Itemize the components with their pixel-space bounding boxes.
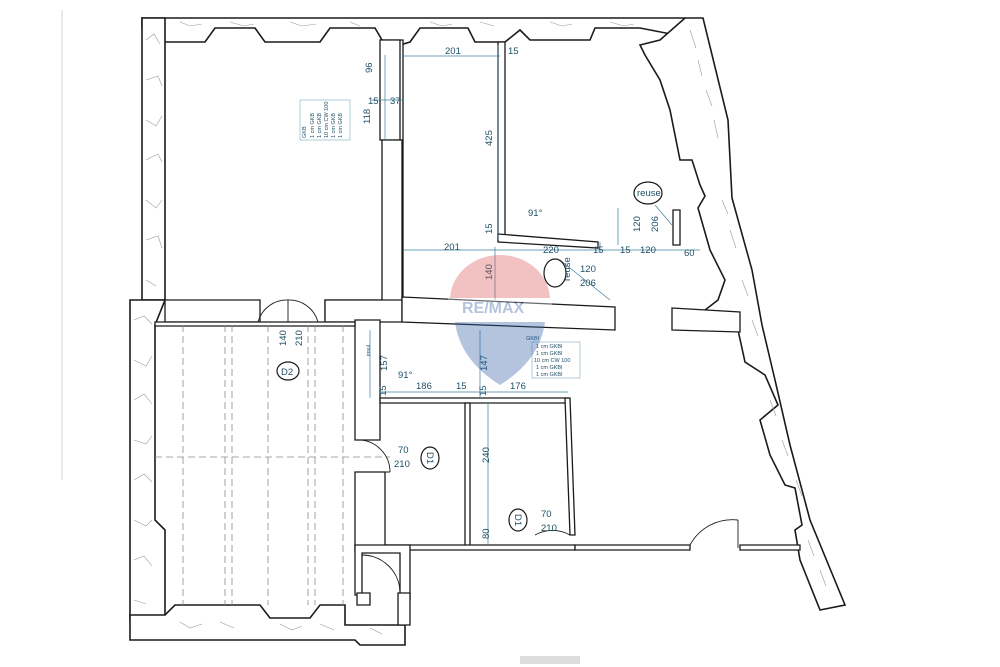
dim-15-c: 15 [620,245,631,256]
dim-15-b: 15 [593,245,604,256]
d2-label: D2 [281,367,293,378]
reuse-marker-b [543,258,567,288]
dim-120-a: 120 [632,216,643,232]
d1-label-b: D1 [512,514,523,526]
wall-spec-mid-2: 10 cm CW 100 [534,358,570,364]
dim-201-top: 201 [445,46,461,57]
dim-140-v: 140 [484,264,495,280]
wall-spec-top-1: 1 cm GKB [310,113,316,138]
dim-15-top: 15 [508,46,519,57]
wall-spec-top-3: 10 cm CW 100 [324,102,330,138]
dim-91-b: 91° [398,370,413,381]
wall-spec-mid-3: 1 cm GKBI [536,365,563,371]
markers: reuse reuse D2 D1 D1 insul. [276,181,663,532]
bottom-mark [520,656,580,664]
dim-220: 220 [543,245,559,256]
watermark-text: RE/MAX [462,300,525,317]
dashed-lines [155,325,390,605]
dim-60: 60 [684,248,695,259]
dim-37: 37 [390,96,401,107]
dim-425: 425 [484,130,495,146]
dim-176: 176 [510,381,526,392]
watermark-band [448,298,552,316]
dimension-lines [369,45,700,545]
wall-spec-top-2: 1 cm GKB [317,113,323,138]
dim-96: 96 [364,62,375,73]
dim-70-b: 70 [541,509,552,520]
dimension-labels: 201 15 96 15 37 118 425 91° 120 206 15 2… [278,46,695,539]
dim-120-c: 120 [580,264,596,275]
balloon-top-icon [450,255,550,300]
dim-15-row-a: 15 [378,385,389,396]
wall-spec-mid-0: 1 cm GKBI [536,344,563,350]
wall-spec-mid-1: 1 cm GKBI [536,351,563,357]
dim-15-row-c: 15 [478,385,489,396]
stone-hatch [133,21,827,635]
dim-210-b: 210 [541,523,557,534]
dim-140-d2: 140 [278,330,289,346]
reuse-label-b: reuse [562,257,573,281]
dim-70-a: 70 [398,445,409,456]
dim-186: 186 [416,381,432,392]
dim-118: 118 [362,109,373,124]
dim-15-mid: 15 [484,223,495,234]
wall-spec-top-5: 1 cm GKB [338,113,344,138]
d2-marker [276,361,300,381]
dim-210-a: 210 [394,459,410,470]
wall-spec-mid-4: 1 cm GKBI [536,372,563,378]
wall-spec-mid: GKBI 1 cm GKBI 1 cm GKBI 10 cm CW 100 1 … [526,336,581,379]
d1-marker-a [420,446,440,470]
dim-147: 147 [479,355,490,371]
d1-label-a: D1 [424,452,435,464]
interior-walls [154,39,801,626]
dim-120-b: 120 [640,245,656,256]
wall-spec-top: GKB 1 cm GKB 1 cm GKB 10 cm CW 100 1 cm … [299,99,351,141]
dim-91-a: 91° [528,208,543,219]
remax-watermark: RE/MAX [448,255,552,385]
dim-206-b: 206 [580,278,596,289]
dim-15-left: 15 [368,96,379,107]
dim-206-a: 206 [650,216,661,232]
dim-201-mid: 201 [444,242,460,253]
reuse-label-a: reuse [637,188,661,199]
wall-spec-top-0: GKB [302,126,308,138]
dim-240: 240 [481,447,492,463]
reuse-marker-a [633,181,663,205]
dim-80: 80 [481,528,492,539]
dim-210-d2: 210 [294,330,305,346]
dim-157: 157 [379,355,390,371]
insul-label: insul. [366,343,372,356]
d1-marker-b [508,508,528,532]
dim-15-row-b: 15 [456,381,467,392]
balloon-bottom-icon [455,322,545,385]
doors [257,299,739,594]
outer-walls [129,17,847,646]
wall-spec-top-4: 1 cm GKB [331,113,337,138]
wall-spec-mid-head: GKBI [526,336,540,342]
